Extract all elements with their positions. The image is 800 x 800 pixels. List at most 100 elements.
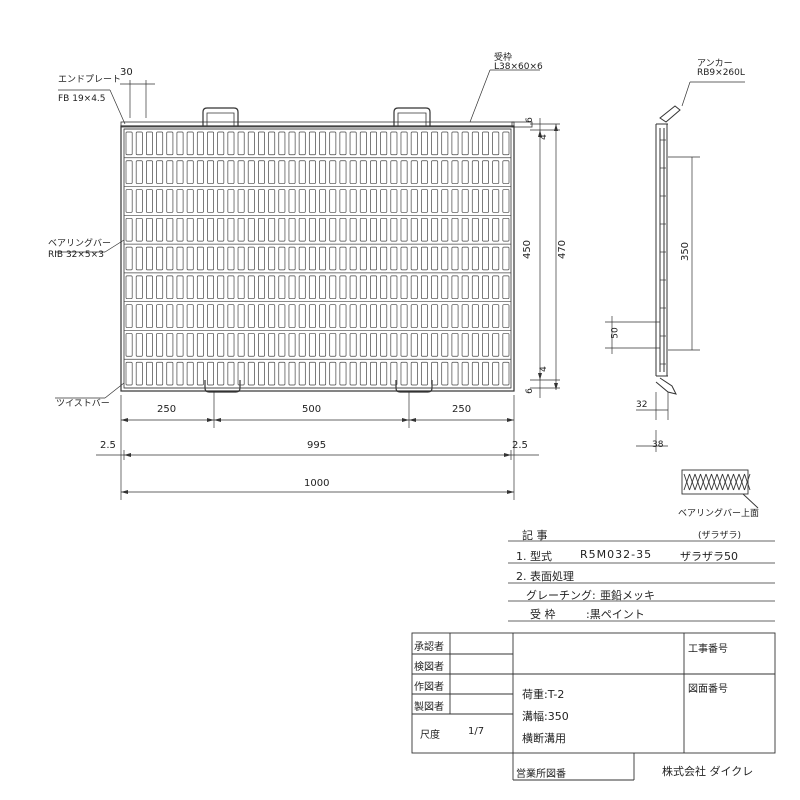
grating-opening [125,275,133,300]
grating-opening [431,333,439,357]
grating-opening [319,189,327,213]
grating-opening [207,131,215,156]
hatch-line [705,473,712,491]
grating-opening [258,304,265,328]
grating-opening [339,304,347,328]
grating-opening [196,304,204,328]
grating-opening [135,304,143,328]
hatch-line [727,473,734,491]
notes-heading: 記 事 [522,529,548,542]
grating-opening [451,160,459,184]
notes-lines [508,540,775,622]
grating-opening [492,361,500,386]
anchor-spec: RB9×260L [697,68,745,78]
grating-opening [227,275,235,300]
grating-opening [349,275,357,300]
bearing-bar-spec: RIB 32×5×3 [48,250,104,260]
grating-opening [135,333,143,357]
bearing-bar-top-label: ベアリングバー上面 [678,509,760,519]
grating-opening [339,189,347,213]
side-section-ticks [660,139,666,365]
grating-opening [349,333,357,357]
grating-opening [166,304,174,328]
grating-opening [420,275,428,300]
grating-opening [410,246,418,271]
grating-opening [451,361,459,386]
grating-opening [420,131,428,156]
grating-opening [471,361,479,386]
grating-opening [176,189,184,213]
grating-opening [268,304,276,328]
grating-opening [400,333,408,357]
grating-opening [207,275,215,300]
grating-opening [349,160,357,184]
hatch-line [733,473,740,491]
grating-opening [247,333,255,357]
grating-opening [125,304,133,328]
dim-500: 500 [302,404,322,415]
grating-opening [186,275,194,300]
dim-2-5-right: 2.5 [512,440,528,451]
grating-opening [370,333,377,357]
grating-opening [441,131,449,156]
grating-opening [298,275,306,300]
grating-opening [370,246,377,271]
grating-opening [166,189,174,213]
grating-opening [308,333,316,357]
grating-opening [431,217,439,242]
anchor-label: アンカー [697,59,733,69]
hatch-line [716,473,723,491]
side-dimension-lines [605,156,700,452]
grating-opening [207,189,215,213]
grating-opening [349,361,357,386]
grating-opening [156,131,164,156]
grating-opening [268,275,276,300]
grating-opening [247,189,255,213]
grating-opening [390,131,398,156]
grating-opening [247,217,255,242]
grating-opening [502,304,510,328]
grating-opening [135,217,143,242]
notes-model-value: R5M032-35 [580,548,653,561]
grating-opening [186,304,194,328]
hatch-line [694,473,701,491]
grating-opening [166,275,174,300]
grating-opening [227,246,235,271]
grating-opening [451,304,459,328]
grating-opening [146,246,153,271]
grating-opening [298,160,306,184]
grating-opening [441,275,449,300]
grating-opening [298,246,306,271]
grating-opening [258,333,265,357]
grating-opening [420,246,428,271]
grating-opening [268,160,276,184]
grating-opening [319,275,327,300]
grating-opening [380,131,388,156]
grating-opening [329,131,337,156]
grating-opening [380,217,388,242]
grating-opening [146,160,153,184]
grating-opening [308,217,316,242]
grating-opening [308,189,316,213]
grating-opening [349,304,357,328]
grating-opening [400,246,408,271]
dim-350: 350 [680,241,692,262]
grating-opening [329,333,337,357]
grating-opening [431,160,439,184]
grating-opening [349,246,357,271]
grating-opening [482,333,489,357]
grating-opening [420,217,428,242]
grating-opening [482,275,489,300]
grating-opening [339,361,347,386]
grating-opening [390,275,398,300]
dim-2-5-left: 2.5 [100,440,116,451]
grating-opening [502,361,510,386]
grating-opening [441,304,449,328]
usage-spec: 横断溝用 [522,732,566,745]
grating-opening [278,304,286,328]
title-block-lines [411,632,776,781]
grating-opening [176,160,184,184]
grating-opening [298,333,306,357]
grating-opening [135,361,143,386]
grating-opening [359,189,367,213]
